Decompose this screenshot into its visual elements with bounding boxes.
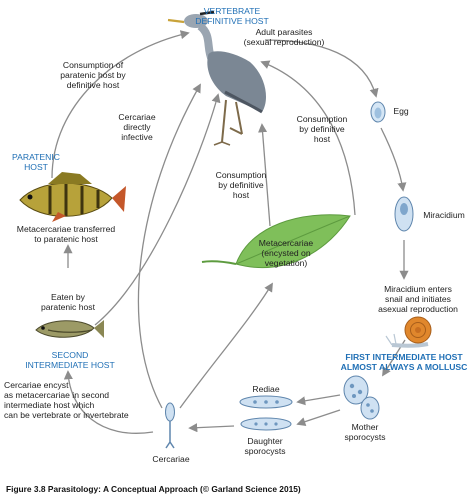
metacercariae-transferred-label: Metacercariae transferred to paratenic h…	[16, 224, 116, 244]
cycle-arrows	[51, 30, 409, 434]
adult-parasites-label: Adult parasites (sexual reproduction)	[243, 27, 325, 47]
egg-illustration	[370, 101, 386, 123]
paratenic-host-heading: PARATENIC HOST	[12, 152, 60, 172]
first-intermediate-host-heading: FIRST INTERMEDIATE HOST ALMOST ALWAYS A …	[340, 352, 468, 372]
miracidium-enters-snail-label: Miracidium enters snail and initiates as…	[378, 284, 458, 314]
arrow-cercariae-to-heron	[137, 83, 201, 409]
second-intermediate-host-heading: SECOND INTERMEDIATE HOST	[25, 350, 115, 370]
arrow-cercariae-to-second-host	[63, 370, 154, 434]
consumption-paratenic-label: Consumption of paratenic host by definit…	[60, 60, 126, 90]
arrow-cercariae-to-leaf	[179, 282, 273, 409]
perch-illustration	[19, 172, 126, 222]
miracidium-label: Miracidium	[423, 210, 465, 220]
arrow-sporocysts-to-rediae	[296, 394, 341, 406]
mother-sporocysts-label: Mother sporocysts	[344, 422, 386, 442]
arrow-sporocysts-to-daughter	[296, 409, 341, 427]
consumption-definitive-center-label: Consumption by definitive host	[215, 170, 267, 200]
arrow-paratenic-to-heron	[51, 30, 190, 179]
heron-illustration	[167, 10, 266, 146]
cercariae-directly-infective-label: Cercariae directly infective	[118, 112, 156, 142]
arrow-heron-to-egg	[264, 39, 379, 98]
mother-sporocysts-illustration	[343, 375, 380, 420]
arrow-leaf-to-heron-center	[258, 123, 271, 227]
miracidium-illustration	[394, 196, 414, 232]
arrow-daughter-to-cercariae	[188, 423, 235, 433]
cercariae-encyst-label: Cercariae encyst as metacercariae in sec…	[4, 380, 129, 420]
arrow-second-host-to-heron	[94, 93, 221, 326]
rediae-label: Rediae	[252, 384, 280, 394]
rediae-illustration	[239, 395, 293, 409]
cercariae-label: Cercariae	[152, 454, 190, 464]
consumption-definitive-right-label: Consumption by definitive host	[296, 114, 348, 144]
metacercariae-leaf-label: Metacercariae (encysted on vegetation)	[258, 238, 314, 268]
leaf-illustration	[201, 214, 351, 269]
daughter-sporocysts-label: Daughter sporocysts	[244, 436, 286, 456]
snail-illustration	[385, 316, 432, 348]
eaten-by-paratenic-label: Eaten by paratenic host	[41, 292, 95, 312]
arrow-egg-to-miracidium	[380, 127, 407, 192]
daughter-sporocysts-illustration	[240, 417, 292, 431]
figure-caption: Figure 3.8 Parasitology: A Conceptual Ap…	[6, 484, 301, 494]
small-fish-illustration	[35, 320, 104, 338]
arrow-consumption-right	[260, 60, 356, 216]
cercariae-illustration	[165, 402, 175, 449]
vertebrate-definitive-host-heading: VERTEBRATE DEFINITIVE HOST	[195, 6, 269, 26]
egg-label: Egg	[393, 106, 409, 116]
